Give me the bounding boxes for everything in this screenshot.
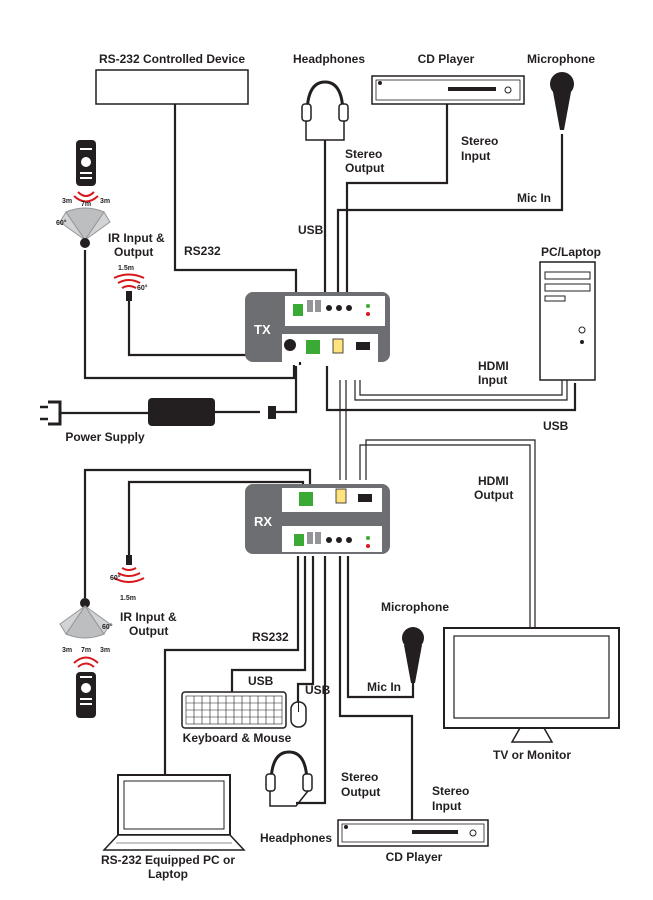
headphones-top-label: Headphones [293, 52, 365, 66]
remote-top-angle: 60° [56, 219, 67, 227]
microphone-bottom-label: Microphone [381, 600, 449, 614]
ir-bottom-label: IR Input & [120, 610, 177, 624]
ir-bottom-label-2: Output [129, 624, 168, 638]
remote-top-7m: 7m [81, 201, 91, 208]
stereo-output-bottom-label-2: Output [341, 785, 380, 799]
headphones-bottom-label: Headphones [260, 831, 332, 845]
rx-hdmi-port [358, 494, 372, 502]
pc-tower-icon [539, 261, 596, 381]
mouse-icon [290, 701, 307, 728]
stereo-output-top-label-2: Output [345, 161, 384, 175]
ir-bottom-angle: 60° [110, 574, 121, 582]
remote-bottom-angle: 60° [102, 623, 113, 631]
remote-bottom-3m-left: 3m [62, 647, 72, 654]
rx-unit [245, 484, 390, 554]
cd-player-top-icon [371, 75, 525, 105]
rx-hdbt-port [335, 488, 347, 504]
remote-top-3m-left: 3m [62, 198, 72, 205]
usb-pc-label: USB [543, 419, 569, 433]
cd-player-top-label: CD Player [418, 52, 475, 66]
rs232-top-label: RS232 [184, 244, 221, 258]
cd-player-bottom-icon [337, 819, 489, 847]
remote-bottom-3m-right: 3m [100, 647, 110, 654]
rs232-bottom-label: RS232 [252, 630, 289, 644]
remote-bottom-7m: 7m [81, 647, 91, 654]
ir-top-distance: 1.5m [118, 265, 134, 272]
laptop-icon [102, 774, 246, 851]
tx-label: TX [254, 322, 271, 337]
ir-waves-remote-bottom-icon [73, 656, 99, 668]
rs232-device-label: RS-232 Controlled Device [99, 52, 245, 66]
microphone-top-label: Microphone [527, 52, 595, 66]
hdmi-input-label: HDMI [478, 359, 509, 373]
cd-player-bottom-label: CD Player [386, 850, 443, 864]
rs232-controlled-device [95, 69, 249, 105]
hdmi-input-label-2: Input [478, 373, 507, 387]
remote-control-bottom-icon [76, 672, 96, 718]
ir-emitter-top-icon [113, 273, 145, 301]
pc-laptop-label: PC/Laptop [541, 245, 601, 259]
stereo-input-bottom-label: Stereo [432, 784, 469, 798]
keyboard-mouse-label: Keyboard & Mouse [183, 731, 292, 745]
stereo-input-top-label: Stereo [461, 134, 498, 148]
ir-emitter-bottom-icon [113, 555, 145, 583]
rx-rs232-terminal [294, 534, 304, 546]
usb-keyboard-label: USB [248, 674, 274, 688]
tx-hdbt-port [332, 338, 344, 354]
tx-ir-terminal [306, 340, 320, 354]
keyboard-icon [181, 691, 287, 729]
ir-top-label-2: Output [114, 245, 153, 259]
stereo-output-top-label: Stereo [345, 147, 382, 161]
tx-hdmi-port [356, 342, 370, 350]
headphones-top-icon [301, 80, 349, 141]
hdmi-output-label: HDMI [478, 474, 509, 488]
ir-coverage-fan-bottom-icon [59, 598, 111, 639]
power-supply-icon [40, 398, 276, 426]
remote-control-top-icon [76, 140, 96, 186]
usb-mouse-label: USB [305, 683, 331, 697]
headphones-bottom-icon [265, 750, 313, 807]
tv-monitor-label: TV or Monitor [493, 748, 571, 762]
power-supply-label: Power Supply [65, 430, 145, 444]
tx-unit [245, 292, 390, 362]
tx-rs232-terminal [293, 304, 303, 316]
hdmi-output-label-2: Output [474, 488, 513, 502]
ir-bottom-distance: 1.5m [120, 595, 136, 602]
microphone-bottom-icon [402, 627, 424, 683]
rs232-pc-label-2: Laptop [148, 867, 188, 881]
cables [83, 104, 577, 820]
tx-power-port [284, 339, 296, 351]
ir-top-angle: 60° [137, 284, 148, 292]
rx-ir-terminal [299, 492, 313, 506]
remote-top-3m-right: 3m [100, 198, 110, 205]
stereo-input-bottom-label-2: Input [432, 799, 461, 813]
tv-monitor-icon [443, 627, 620, 743]
rs232-pc-label: RS-232 Equipped PC or [101, 853, 235, 867]
mic-in-bottom-label: Mic In [367, 680, 401, 694]
ir-waves-remote-top-icon [73, 191, 99, 203]
rx-label: RX [254, 514, 272, 529]
microphone-top-icon [550, 72, 574, 130]
stereo-input-top-label-2: Input [461, 149, 490, 163]
ir-coverage-fan-top-icon [59, 207, 111, 248]
ir-top-label: IR Input & [108, 231, 165, 245]
mic-in-top-label: Mic In [517, 191, 551, 205]
usb-top-label: USB [298, 223, 324, 237]
stereo-output-bottom-label: Stereo [341, 770, 378, 784]
